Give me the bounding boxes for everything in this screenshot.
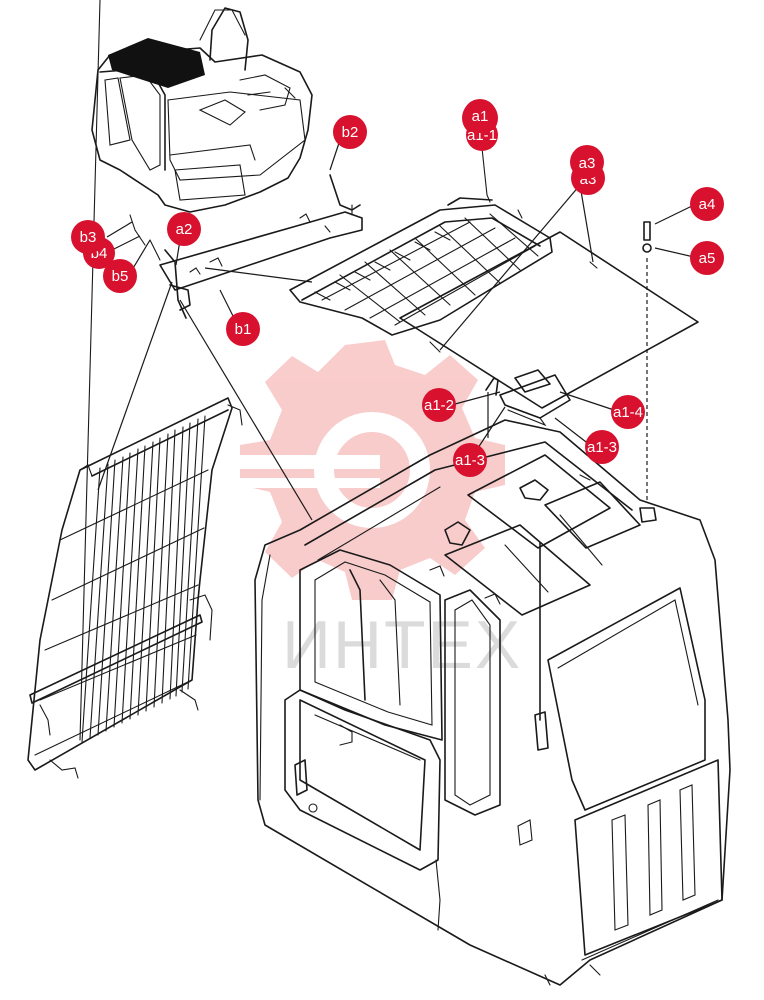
callout-circle — [570, 145, 604, 179]
callout-label-a1-2: a1-2 — [424, 397, 454, 414]
callout-b5: b5 — [103, 259, 137, 293]
callout-circle — [71, 220, 105, 254]
callout-circle — [585, 430, 619, 464]
callout-circle — [333, 115, 367, 149]
callout-a1-3-right: a1-3 — [585, 430, 619, 464]
callout-label-a1-3-left: a1-3 — [455, 452, 485, 469]
callout-label-a1-4: a1-4 — [613, 404, 643, 421]
callout-circle — [226, 312, 260, 346]
callout-a3: a3 — [570, 145, 604, 179]
callout-a1-top: a1 — [463, 99, 497, 133]
callout-a1-4: a1-4 — [611, 395, 645, 429]
callout-a5: a5 — [690, 241, 724, 275]
bracket-b1-assembly — [129, 174, 363, 319]
callout-circle — [611, 395, 645, 429]
callout-label-a4: a4 — [699, 196, 716, 213]
callout-circle — [453, 443, 487, 477]
callout-circle — [690, 187, 724, 221]
callout-label-a1-3-right: a1-3 — [587, 439, 617, 456]
callout-circle — [167, 212, 201, 246]
callout-b2: b2 — [333, 115, 367, 149]
callout-a1-2: a1-2 — [422, 388, 456, 422]
callout-b1: b1 — [226, 312, 260, 346]
callout-label-a5: a5 — [699, 250, 716, 267]
callout-circle — [422, 388, 456, 422]
roof-guard-mesh — [289, 147, 699, 409]
machine-thumbnail — [91, 7, 313, 213]
operator-cab — [254, 419, 731, 986]
callout-circle — [463, 99, 497, 133]
callout-label-b1: b1 — [235, 321, 252, 338]
callout-b3: b3 — [71, 220, 105, 254]
callout-a1-3-left: a1-3 — [453, 443, 487, 477]
callout-a4: a4 — [690, 187, 724, 221]
callout-label-b5: b5 — [112, 268, 129, 285]
bolt-a4-a5 — [639, 221, 657, 523]
callout-label-b3: b3 — [80, 229, 97, 246]
callout-label-a3: a3 — [579, 155, 596, 172]
small-bracket-a1-2 — [485, 369, 571, 427]
callout-circle — [103, 259, 137, 293]
callout-label-b2: b2 — [342, 124, 359, 141]
callout-label-a1-top: a1 — [472, 108, 489, 125]
callout-circle — [690, 241, 724, 275]
side-guard-grille — [27, 0, 243, 779]
callout-label-a2: a2 — [176, 221, 193, 238]
watermark-text: ИНТЕХ — [282, 607, 522, 683]
callout-a2: a2 — [167, 212, 201, 246]
